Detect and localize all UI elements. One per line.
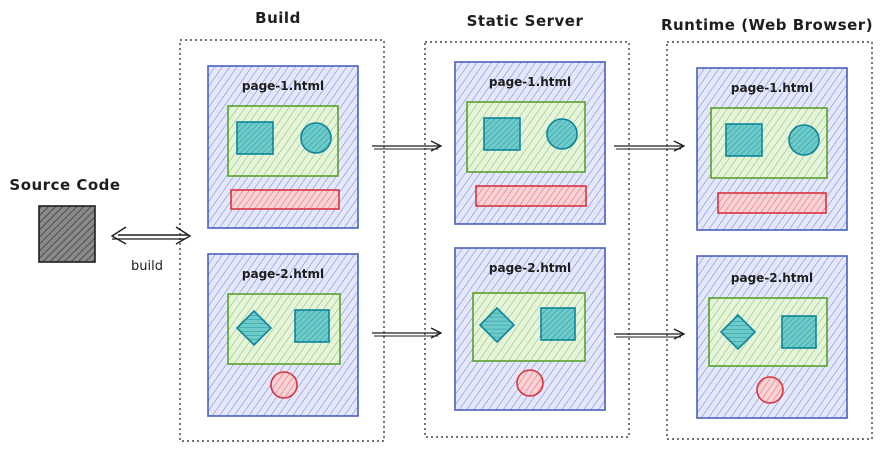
arrow-build-to-server-page1 xyxy=(372,146,441,149)
square-shape xyxy=(294,309,330,343)
arrow-server-to-runtime-page2 xyxy=(614,334,684,337)
red-circle xyxy=(270,371,298,399)
diamond-shape xyxy=(719,313,757,351)
source-code-icon xyxy=(38,205,96,263)
source-code-group: Source Code xyxy=(9,176,120,263)
server-page-1-card: page-1.html xyxy=(454,61,606,225)
build-page-2-card: page-2.html xyxy=(207,253,359,417)
build-column-frame xyxy=(179,39,385,442)
circle-shape xyxy=(788,124,820,156)
red-bar xyxy=(230,189,340,210)
column-title-static-server: Static Server xyxy=(467,12,584,30)
circle-shape xyxy=(546,118,578,150)
page-label: page-1.html xyxy=(731,81,813,95)
build-page-1-card: page-1.html xyxy=(207,65,359,229)
arrow-build-to-server-page2 xyxy=(372,333,441,336)
red-circle xyxy=(516,369,544,397)
red-circle xyxy=(756,376,784,404)
runtime-column-frame xyxy=(666,41,873,440)
square-shape xyxy=(236,121,274,155)
server-page-2-card: page-2.html xyxy=(454,247,606,411)
page-label: page-2.html xyxy=(242,267,324,281)
square-shape xyxy=(725,123,763,157)
column-title-build: Build xyxy=(255,9,301,27)
square-shape xyxy=(781,315,817,349)
square-shape xyxy=(540,307,576,341)
runtime-page-2-card: page-2.html xyxy=(696,255,848,419)
page-label: page-1.html xyxy=(489,75,571,89)
arrow-server-to-runtime-page1 xyxy=(614,146,684,149)
circle-shape xyxy=(300,122,332,154)
build-arrow xyxy=(110,226,192,245)
column-title-runtime: Runtime (Web Browser) xyxy=(661,16,873,34)
page-label: page-2.html xyxy=(489,261,571,275)
red-bar xyxy=(717,192,827,214)
source-code-title: Source Code xyxy=(9,176,120,194)
runtime-page-1-card: page-1.html xyxy=(696,67,848,231)
build-label: build xyxy=(131,259,163,274)
red-bar xyxy=(475,185,587,207)
diamond-shape xyxy=(235,309,273,347)
diamond-shape xyxy=(478,306,516,344)
page-label: page-1.html xyxy=(242,79,324,93)
static-server-column-frame xyxy=(424,41,630,438)
square-shape xyxy=(483,117,521,151)
page-label: page-2.html xyxy=(731,271,813,285)
